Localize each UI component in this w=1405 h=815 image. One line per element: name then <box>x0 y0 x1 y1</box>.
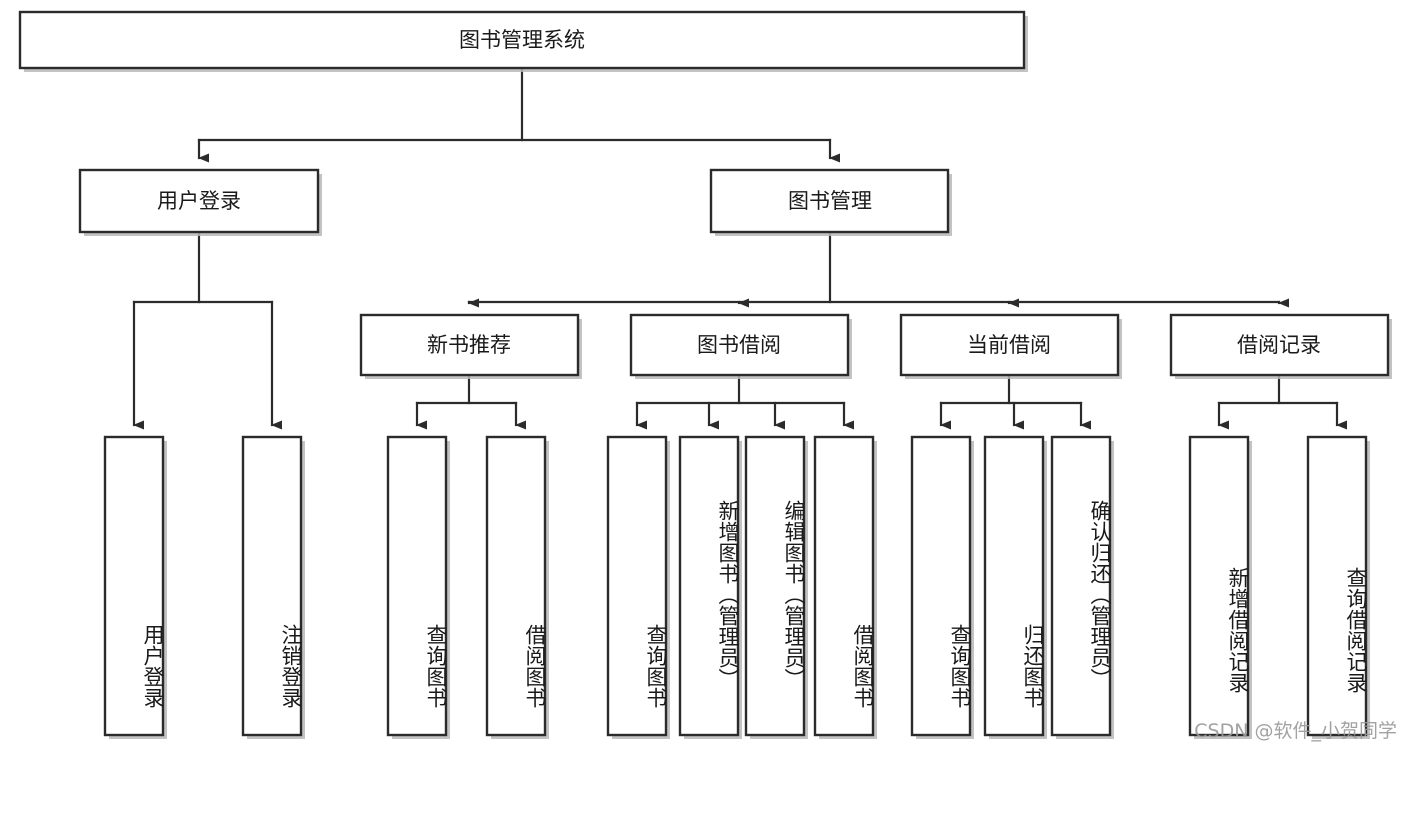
hierarchy-diagram-svg: 图书管理系统 用户登录 图书管理 新书推荐 <box>18 10 1392 739</box>
node-book-borrow-label: 图书借阅 <box>697 333 781 357</box>
node-new-book-rec-label: 新书推荐 <box>427 333 511 357</box>
node-leaf-logout[interactable] <box>241 435 305 739</box>
node-current-borrow[interactable]: 当前借阅 <box>899 313 1122 379</box>
node-leaf-return-book[interactable] <box>983 435 1047 739</box>
node-leaf-add-record[interactable] <box>1188 435 1252 739</box>
node-book-manage[interactable]: 图书管理 <box>709 168 952 236</box>
node-leaf-confirm-return[interactable] <box>1050 435 1114 739</box>
node-leaf-query-book-1[interactable] <box>386 435 450 739</box>
node-borrow-record-label: 借阅记录 <box>1237 333 1321 357</box>
csdn-watermark: CSDN @软件_小贺同学 <box>1194 720 1397 742</box>
node-book-manage-label: 图书管理 <box>788 189 872 213</box>
node-leaf-borrow-book-2[interactable] <box>813 435 877 739</box>
node-layer: 图书管理系统 用户登录 图书管理 新书推荐 <box>18 10 1392 739</box>
node-borrow-record[interactable]: 借阅记录 <box>1169 313 1392 379</box>
node-leaf-query-record[interactable] <box>1306 435 1370 739</box>
node-leaf-borrow-book-1[interactable] <box>485 435 549 739</box>
node-user-login-label: 用户登录 <box>157 189 241 213</box>
node-user-login[interactable]: 用户登录 <box>78 168 322 236</box>
node-book-borrow[interactable]: 图书借阅 <box>629 313 852 379</box>
node-leaf-user-login[interactable] <box>103 435 167 739</box>
node-leaf-add-book[interactable] <box>678 435 742 739</box>
node-root[interactable]: 图书管理系统 <box>18 10 1028 72</box>
flowchart-canvas: 图书管理系统 用户登录 图书管理 新书推荐 <box>18 10 1397 742</box>
node-new-book-rec[interactable]: 新书推荐 <box>359 313 582 379</box>
leaf-node-rects <box>103 435 1370 739</box>
node-root-label: 图书管理系统 <box>459 28 585 52</box>
node-leaf-edit-book[interactable] <box>744 435 808 739</box>
node-leaf-query-book-2[interactable] <box>606 435 670 739</box>
node-current-borrow-label: 当前借阅 <box>967 333 1051 357</box>
edge-layer <box>132 66 1347 430</box>
node-leaf-query-book-3[interactable] <box>910 435 974 739</box>
